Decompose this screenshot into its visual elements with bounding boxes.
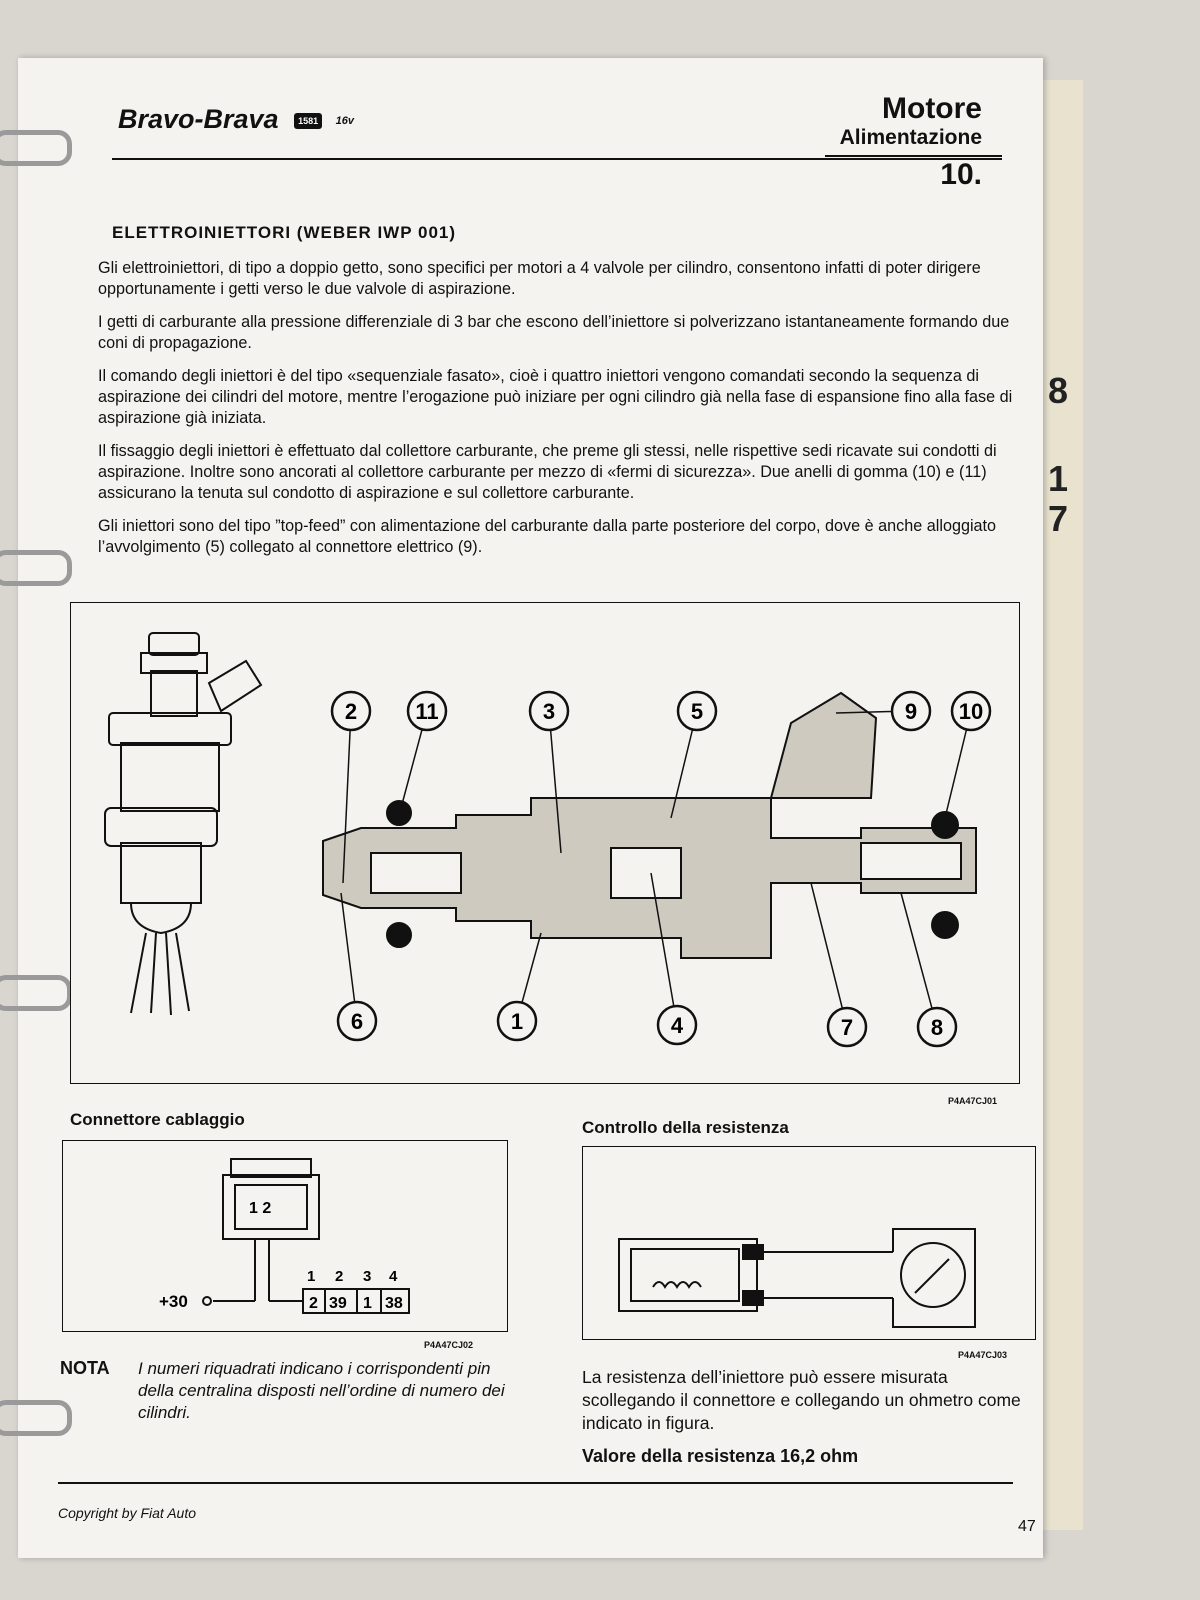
side-tab-8: 8: [1048, 370, 1069, 411]
callout-circle: [676, 690, 718, 732]
pin-number: 1: [307, 1268, 315, 1285]
resistance-figure-title: Controllo della resistenza: [582, 1118, 789, 1137]
page-number: 47: [1018, 1518, 1036, 1535]
injector-side-view: [104, 632, 263, 1016]
binder-ring-3: [0, 975, 72, 1011]
callout-number: 8: [931, 1015, 943, 1040]
callout-circle: [496, 1000, 538, 1042]
callout-number: 9: [905, 699, 917, 724]
resistance-text: La resistenza dell’iniettore può essere …: [582, 1367, 1021, 1433]
callout-circle: [406, 690, 448, 732]
connector-wiring-figure: 1 2 1 2 3 4 2 39 1 38 +30: [62, 1140, 508, 1332]
section-header: Motore Alimentazione: [840, 92, 982, 150]
binder-ring-2: [0, 550, 72, 586]
ecu-pin: 39: [329, 1295, 347, 1312]
callout-circle: [916, 1006, 958, 1048]
callout-leader: [340, 892, 358, 1022]
injector-section-body: [322, 691, 977, 959]
engine-badge: 1581: [294, 112, 323, 129]
callout-circle: [336, 1000, 378, 1042]
paragraph: Il comando degli iniettori è del tipo «s…: [98, 367, 1013, 427]
valves-label: 16v: [335, 114, 354, 127]
paragraph: Gli elettroiniettori, di tipo a doppio g…: [98, 259, 981, 298]
footer-rule: [58, 1482, 1013, 1484]
nota-text: I numeri riquadrati indicano i corrispon…: [138, 1359, 505, 1422]
callout-leader: [900, 892, 938, 1028]
callout-circle: [330, 690, 372, 732]
callouts: 2 11 3 5 9 10 6 1 4 7 8: [330, 690, 992, 1048]
callout-leader: [810, 882, 848, 1028]
resistance-value: Valore della resistenza 16,2 ohm: [582, 1446, 859, 1466]
header-subtitle: Alimentazione: [839, 126, 982, 149]
callout-number: 4: [671, 1013, 684, 1038]
ecu-pin: 38: [385, 1295, 403, 1312]
section-title: ELETTROINIETTORI (WEBER IWP 001): [112, 223, 457, 242]
body-text: Gli elettroiniettori, di tipo a doppio g…: [98, 258, 1013, 570]
model-name: Bravo-Brava: [118, 104, 279, 134]
pin-number: 2: [335, 1268, 343, 1285]
copyright: Copyright by Fiat Auto: [58, 1505, 196, 1521]
callout-leader: [650, 872, 678, 1026]
index-tabs: [1043, 80, 1083, 1530]
callout-leader: [548, 710, 562, 854]
header-title: Motore: [882, 92, 982, 125]
nota-label: NOTA: [60, 1358, 110, 1378]
injector-drawing: 2 11 3 5 9 10 6 1 4 7 8: [104, 632, 992, 1048]
callout-number: 7: [841, 1015, 853, 1040]
binder-ring-1: [0, 130, 72, 166]
callout-number: 11: [415, 699, 438, 724]
callout-number: 5: [691, 699, 703, 724]
paragraph: Gli iniettori sono del tipo ”top-feed” c…: [98, 517, 997, 556]
callout-leader: [342, 710, 352, 884]
callout-number: 6: [351, 1009, 363, 1034]
section-number: 10.: [940, 158, 982, 191]
side-tab-7: 7: [1048, 498, 1069, 539]
injector-cross-section-figure: 2 11 3 5 9 10 6 1 4 7 8: [70, 602, 1020, 1084]
figure-code-main: P4A47CJ01: [948, 1096, 998, 1106]
pin-number: 3: [363, 1268, 371, 1285]
model-header: Bravo-Brava 1581 16v: [118, 104, 354, 135]
ecu-pin: 1: [363, 1295, 372, 1312]
callout-circle: [890, 690, 932, 732]
callout-number: 10: [959, 699, 983, 724]
side-tab-1: 1: [1048, 458, 1069, 499]
supply-label: +30: [159, 1292, 188, 1311]
callout-circle: [826, 1006, 868, 1048]
binder-ring-4: [0, 1400, 72, 1436]
figure-code-connector: P4A47CJ02: [424, 1340, 474, 1350]
header-rule: [112, 158, 1002, 160]
callout-circle: [656, 1004, 698, 1046]
callout-circle: [528, 690, 570, 732]
pin-number: 4: [389, 1268, 398, 1285]
callout-number: 2: [345, 699, 357, 724]
plug-pins-label: 1 2: [249, 1200, 271, 1217]
ecu-pin: 2: [309, 1295, 318, 1312]
paragraph: Il fissaggio degli iniettori è effettuat…: [98, 442, 997, 502]
callout-number: 3: [543, 699, 555, 724]
figure-code-resistance: P4A47CJ03: [958, 1350, 1008, 1360]
callout-number: 1: [511, 1009, 523, 1034]
paragraph: I getti di carburante alla pressione dif…: [98, 313, 1010, 352]
callout-circle: [950, 690, 992, 732]
header-rule-right: [825, 155, 1002, 157]
connector-figure-title: Connettore cablaggio: [70, 1110, 245, 1129]
resistance-check-figure: [582, 1146, 1036, 1340]
